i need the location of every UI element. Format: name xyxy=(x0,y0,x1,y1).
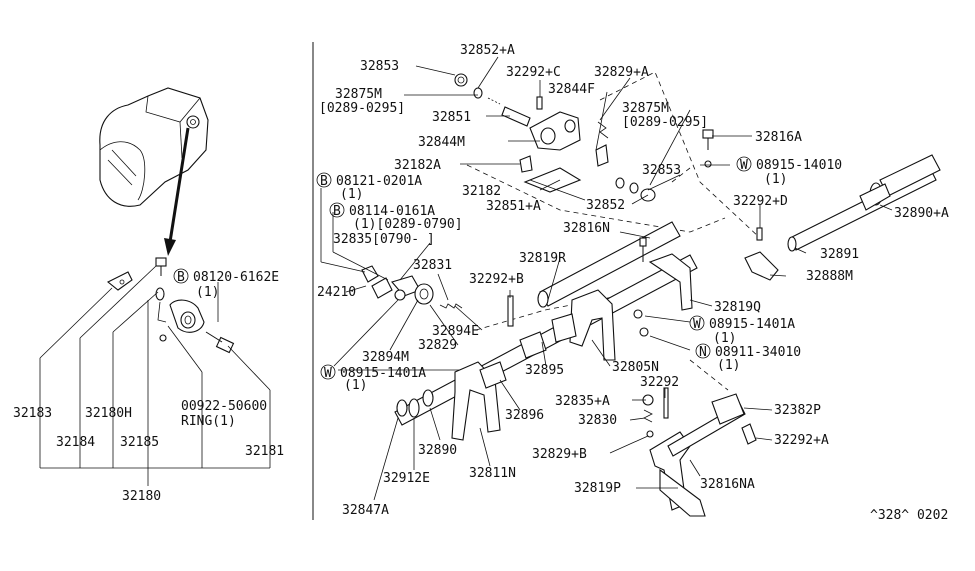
callout-w-3: W xyxy=(324,366,332,381)
left-parts xyxy=(106,257,235,354)
label-32829B: 32829+B xyxy=(532,447,587,462)
label-32185: 32185 xyxy=(120,435,159,450)
label-32844M: 32844M xyxy=(418,135,465,150)
label-32816A: 32816A xyxy=(755,130,802,145)
label-32835A: 32835+A xyxy=(555,394,610,409)
label-32184: 32184 xyxy=(56,435,95,450)
label-32183: 32183 xyxy=(13,406,52,421)
qty-b1: (1) xyxy=(340,187,363,202)
callout-n-1: N xyxy=(699,345,707,360)
qty-08120: (1) xyxy=(196,285,219,300)
label-32896: 32896 xyxy=(505,408,544,423)
label-08915-1401A-b: 08915-1401A xyxy=(340,366,426,381)
label-32180H: 32180H xyxy=(85,406,132,421)
detent-assembly xyxy=(454,73,763,262)
label-32875M-b: 32875M xyxy=(622,101,669,116)
label-32831: 32831 xyxy=(413,258,452,273)
location-arrow xyxy=(164,127,190,256)
label-32895: 32895 xyxy=(525,363,564,378)
label-32292A: 32292+A xyxy=(774,433,829,448)
label-32811N: 32811N xyxy=(469,466,516,481)
callout-b-08120: B 08120-6162E (1) xyxy=(173,268,279,300)
label-32888M: 32888M xyxy=(806,269,853,284)
callout-w-2: W xyxy=(693,317,701,332)
transmission-case-drawing xyxy=(99,87,209,207)
label-00922-50600: 00922-50600 xyxy=(181,399,267,414)
label-08121-0201A: 08121-0201A xyxy=(336,174,422,189)
label-32292D: 32292+D xyxy=(733,194,788,209)
label-32816NA: 32816NA xyxy=(700,477,755,492)
label-32912E: 32912E xyxy=(383,471,430,486)
shift-forks xyxy=(451,251,779,517)
label-32844F: 32844F xyxy=(548,82,595,97)
callout-b-letter: B xyxy=(177,270,185,285)
label-32830: 32830 xyxy=(578,413,617,428)
label-32894E: 32894E xyxy=(432,324,479,339)
label-32890: 32890 xyxy=(418,443,457,458)
label-24210: 24210 xyxy=(317,285,356,300)
main-callouts: W B B W N W xyxy=(316,156,752,381)
qty-w1: (1) xyxy=(764,172,787,187)
label-32851: 32851 xyxy=(432,110,471,125)
left-leaders xyxy=(39,265,271,486)
label-ring: RING(1) xyxy=(181,414,236,429)
label-date-0289-0295-a: [0289-0295] xyxy=(319,101,405,116)
label-32894M: 32894M xyxy=(362,350,409,365)
diagram-code: ^328^ 0202 xyxy=(870,508,948,523)
label-32829: 32829 xyxy=(418,338,457,353)
label-32292: 32292 xyxy=(640,375,679,390)
label-08114-0161A: 08114-0161A xyxy=(349,204,435,219)
label-32891: 32891 xyxy=(820,247,859,262)
label-32875M-a: 32875M xyxy=(335,87,382,102)
label-08120-6162E: 08120-6162E xyxy=(193,270,279,285)
qty-n1: (1) xyxy=(717,358,740,373)
left-panel: B 08120-6162E (1) 32183 32184 32180H 321… xyxy=(13,87,284,504)
label-32829A: 32829+A xyxy=(594,65,649,80)
dashed-group-lines xyxy=(466,71,761,391)
qty-w3: (1) xyxy=(344,378,367,393)
main-panel: W B B W N W 32853 32852+A 32292+C 32829+… xyxy=(316,43,949,518)
lower-left-parts xyxy=(361,265,757,445)
label-32182A: 32182A xyxy=(394,158,441,173)
label-32819R: 32819R xyxy=(519,251,566,266)
label-32835-date: 32835[0790- ] xyxy=(333,232,435,247)
label-32816N: 32816N xyxy=(563,221,610,236)
label-32181: 32181 xyxy=(245,444,284,459)
qty-date-b2: (1)[0289-0790] xyxy=(353,217,463,232)
label-32852A: 32852+A xyxy=(460,43,515,58)
qty-w2: (1) xyxy=(713,331,736,346)
label-32819P: 32819P xyxy=(574,481,621,496)
label-32805N: 32805N xyxy=(612,360,659,375)
label-date-0289-0295-b: [0289-0295] xyxy=(622,115,708,130)
label-32180: 32180 xyxy=(122,489,161,504)
label-32182: 32182 xyxy=(462,184,501,199)
label-32382P: 32382P xyxy=(774,403,821,418)
label-08911-34010: 08911-34010 xyxy=(715,345,801,360)
label-32847A: 32847A xyxy=(342,503,389,518)
callout-b-1: B xyxy=(320,174,328,189)
label-32890A: 32890+A xyxy=(894,206,949,221)
label-32851A: 32851+A xyxy=(486,199,541,214)
label-32292B: 32292+B xyxy=(469,272,524,287)
label-32292C: 32292+C xyxy=(506,65,561,80)
label-08915-1401A-a: 08915-1401A xyxy=(709,317,795,332)
label-32853-b: 32853 xyxy=(642,163,681,178)
label-08915-14010: 08915-14010 xyxy=(756,158,842,173)
label-32853-a: 32853 xyxy=(360,59,399,74)
callout-b-2: B xyxy=(333,204,341,219)
label-32852: 32852 xyxy=(586,198,625,213)
label-32819Q: 32819Q xyxy=(714,300,761,315)
main-leaders xyxy=(320,56,893,501)
callout-w-1: W xyxy=(740,158,748,173)
